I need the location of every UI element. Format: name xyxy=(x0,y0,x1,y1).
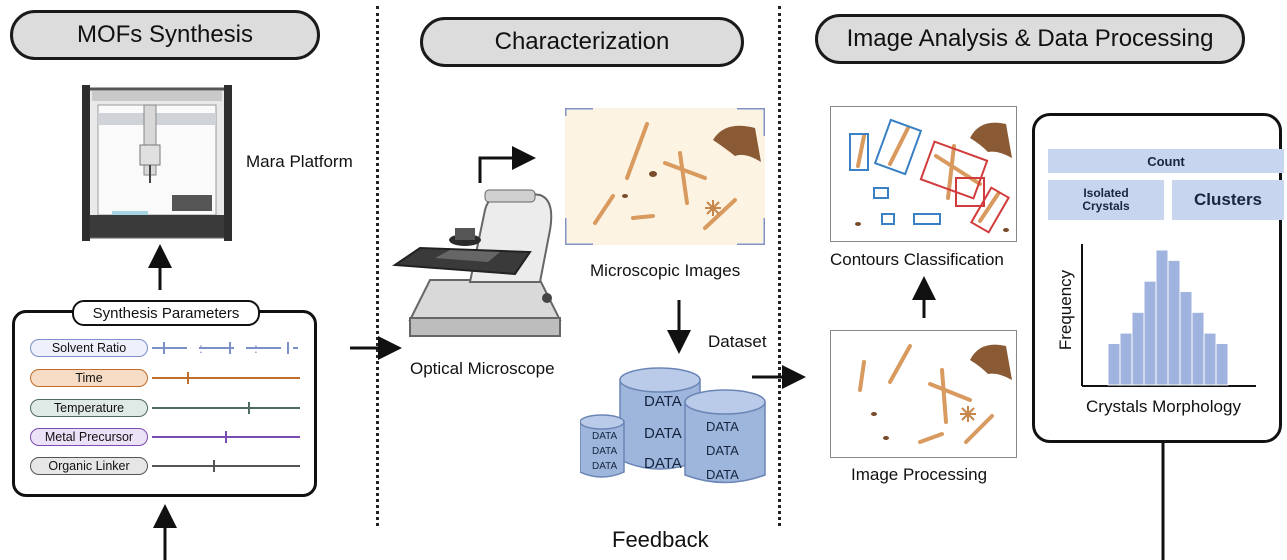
dataset-label: Dataset xyxy=(708,332,767,351)
data-label-small-1: DATA xyxy=(592,431,618,442)
microscopic-image xyxy=(565,108,765,245)
data-label-right-1: DATA xyxy=(706,419,739,434)
data-label-small-2: DATA xyxy=(592,446,618,457)
svg-text::: : xyxy=(199,340,203,356)
data-label-main-2: DATA xyxy=(644,425,682,442)
synthesis-parameters-title: Synthesis Parameters xyxy=(72,300,260,326)
histogram-bar-6 xyxy=(1179,291,1193,386)
crystals-morphology-label: Crystals Morphology xyxy=(1086,397,1241,416)
histogram-bar-5 xyxy=(1167,259,1181,386)
param-temperature-marker xyxy=(248,402,250,414)
param-organic-linker-marker xyxy=(213,460,215,472)
param-metal-precursor-marker xyxy=(225,431,227,443)
data-label-right-2: DATA xyxy=(706,443,739,458)
image-processing-image xyxy=(830,330,1017,458)
contours-classification-image xyxy=(830,106,1017,242)
feedback-label: Feedback xyxy=(612,527,709,552)
data-label-small-3: DATA xyxy=(592,461,618,472)
arrow-microscope-to-images xyxy=(478,146,536,183)
frequency-axis-label: Frequency xyxy=(1056,269,1076,351)
histogram-bar-9 xyxy=(1215,342,1229,386)
histogram-bar-2 xyxy=(1131,311,1145,386)
histogram-bar-7 xyxy=(1191,311,1205,386)
param-time: Time xyxy=(30,369,148,387)
svg-text::: : xyxy=(254,340,258,356)
optical-microscope xyxy=(392,189,562,337)
frequency-histogram xyxy=(1081,244,1256,387)
results-panel xyxy=(1032,113,1282,443)
microscopic-images-label: Microscopic Images xyxy=(590,261,741,280)
count-bar: Count xyxy=(1048,149,1284,173)
param-temperature-track xyxy=(152,407,300,409)
image-processing-label: Image Processing xyxy=(851,465,988,484)
header-image-analysis: Image Analysis & Data Processing xyxy=(815,14,1245,64)
clusters-box: Clusters xyxy=(1172,180,1284,220)
param-solvent-ratio-track: : : xyxy=(152,340,298,356)
header-characterization: Characterization xyxy=(420,17,744,67)
header-mofs-synthesis: MOFs Synthesis xyxy=(10,10,320,60)
histogram-bar-3 xyxy=(1143,280,1157,386)
param-time-marker xyxy=(187,372,189,384)
mara-platform-robot xyxy=(82,85,232,241)
divider-right xyxy=(778,6,781,526)
data-label-right-3: DATA xyxy=(706,467,739,482)
histogram-bar-4 xyxy=(1155,249,1169,386)
histogram-bar-8 xyxy=(1203,332,1217,386)
histogram-bar-1 xyxy=(1119,332,1133,386)
mara-platform-label: Mara Platform xyxy=(246,152,353,171)
param-organic-linker-track xyxy=(152,465,300,467)
contours-classification-label: Contours Classification xyxy=(830,250,1004,269)
param-temperature: Temperature xyxy=(30,399,148,417)
histogram-bar-0 xyxy=(1107,342,1121,386)
optical-microscope-label: Optical Microscope xyxy=(410,359,555,378)
param-metal-precursor: Metal Precursor xyxy=(30,428,148,446)
data-label-main-3: DATA xyxy=(644,455,682,472)
isolated-crystals-box: Isolated Crystals xyxy=(1048,180,1164,220)
param-time-track xyxy=(152,377,300,379)
param-solvent-ratio: Solvent Ratio xyxy=(30,339,148,357)
data-label-main-1: DATA xyxy=(644,393,682,410)
dataset-database xyxy=(580,367,766,484)
param-organic-linker: Organic Linker xyxy=(30,457,148,475)
divider-left xyxy=(376,6,379,526)
